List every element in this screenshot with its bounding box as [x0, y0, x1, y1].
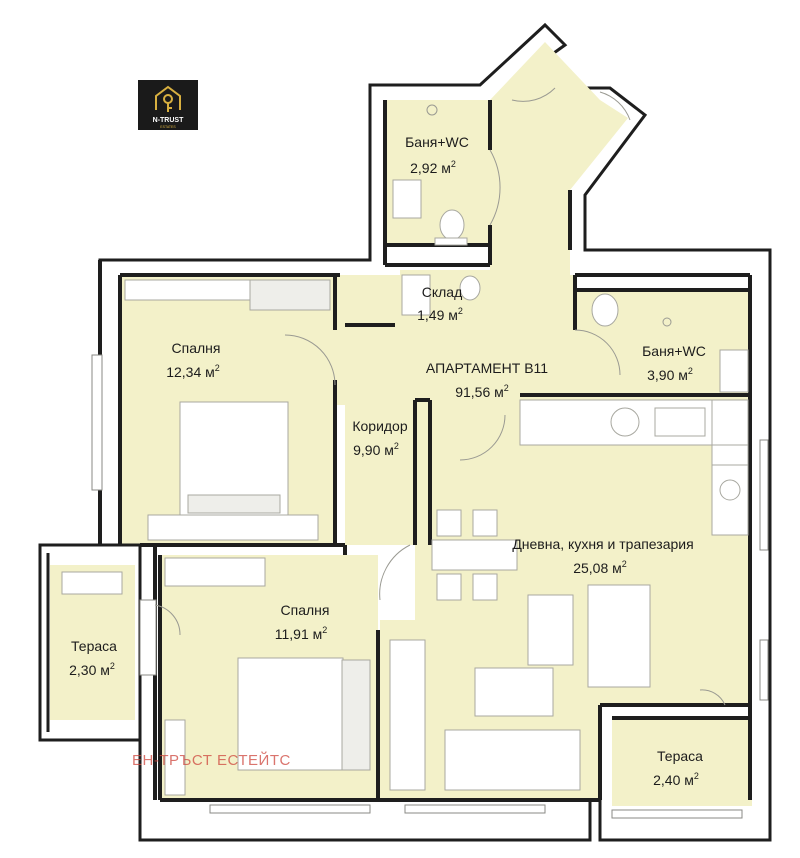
storage-area: 1,49 м: [417, 307, 458, 323]
svg-text:12,34 м2: 12,34 м2: [166, 363, 220, 380]
bath2-fixtures: [591, 293, 749, 393]
bath1-label: Баня+WC: [405, 134, 469, 150]
storage-fixtures: [401, 274, 481, 316]
apartment-area: 91,56 м: [455, 384, 504, 400]
svg-text:2,30 м2: 2,30 м2: [69, 661, 115, 678]
watermark: ЕН-ТРЪСТ ЕСТЕЙТС: [132, 752, 291, 769]
bedroom1-label: Спалня: [172, 340, 221, 356]
svg-text:25,08 м2: 25,08 м2: [573, 559, 627, 576]
bedroom2-area: 11,91 м: [275, 626, 323, 642]
living-furniture: [389, 584, 651, 791]
living-label: Дневна, кухня и трапезария: [512, 536, 693, 552]
room-labels: Баня+WC 2,92 м2 Склад 1,49 м2 Баня+WC 3,…: [69, 134, 706, 788]
terrace1-area: 2,30 м: [69, 662, 110, 678]
bath1-fixtures: [392, 104, 468, 246]
apartment-area-sup: 2: [504, 383, 509, 393]
storage-area-sup: 2: [458, 306, 463, 316]
svg-text:3,90 м2: 3,90 м2: [647, 366, 693, 383]
bedroom1-area-sup: 2: [215, 363, 220, 373]
storage-label: Склад: [422, 284, 463, 300]
bedroom1-furniture: [124, 279, 331, 541]
company-logo: N-TRUST ESTATES: [138, 80, 198, 130]
bath2-area-sup: 2: [688, 366, 693, 376]
bedroom1-area: 12,34 м: [166, 364, 215, 380]
terrace2-floor: [612, 718, 752, 806]
svg-text:91,56 м2: 91,56 м2: [455, 383, 509, 400]
living-area-sup: 2: [622, 559, 627, 569]
svg-text:2,92 м2: 2,92 м2: [410, 159, 456, 176]
house-key-icon: [155, 85, 181, 112]
corridor-area: 9,90 м: [353, 442, 394, 458]
svg-text:1,49 м2: 1,49 м2: [417, 306, 463, 323]
terrace2-area-sup: 2: [694, 771, 699, 781]
logo-tagline: ESTATES: [160, 125, 176, 129]
corridor-area-sup: 2: [394, 441, 399, 451]
svg-text:9,90 м2: 9,90 м2: [353, 441, 399, 458]
terrace2-area: 2,40 м: [653, 772, 694, 788]
logo-name: N-TRUST: [152, 117, 184, 124]
bedroom2-label: Спалня: [281, 602, 330, 618]
corridor-label: Коридор: [352, 418, 408, 434]
terrace1-label: Тераса: [71, 638, 117, 654]
bath2-area: 3,90 м: [647, 367, 688, 383]
living-area: 25,08 м: [573, 560, 622, 576]
bath1-floor: [385, 100, 490, 245]
entrance-floor: [490, 42, 628, 275]
kitchen-counter: [519, 399, 749, 536]
bedroom2-area-sup: 2: [322, 625, 327, 635]
svg-text:11,91 м2: 11,91 м2: [275, 625, 328, 642]
terrace1-area-sup: 2: [110, 661, 115, 671]
dining-set: [431, 509, 518, 601]
bath2-label: Баня+WC: [642, 343, 706, 359]
corridor-lower-floor: [345, 395, 415, 545]
doors: [154, 87, 726, 706]
apartment-label: АПАРТАМЕНТ B11: [426, 360, 548, 376]
terrace1-railing: [38, 543, 140, 742]
bedroom2-furniture: [164, 557, 371, 796]
windows: [91, 354, 769, 819]
terrace2-label: Тераса: [657, 748, 703, 764]
terrace1-furniture: [61, 571, 123, 595]
svg-text:2,40 м2: 2,40 м2: [653, 771, 699, 788]
bath1-area-sup: 2: [451, 159, 456, 169]
bath1-area: 2,92 м: [410, 160, 451, 176]
